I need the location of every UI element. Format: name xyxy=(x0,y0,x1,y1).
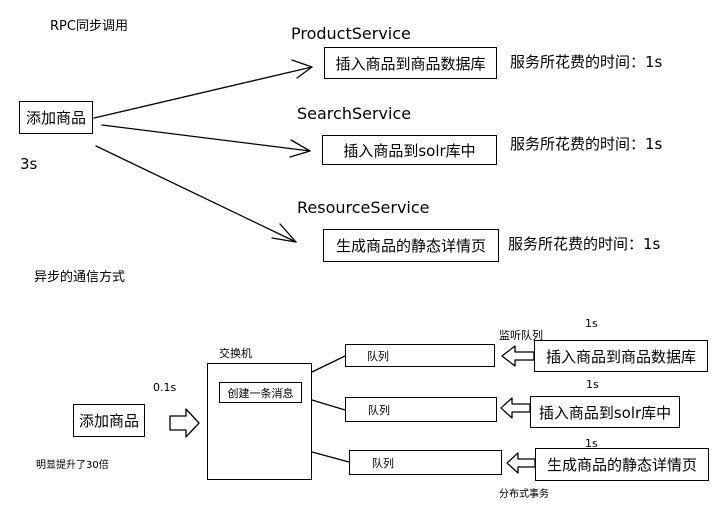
consumer-box-2: 插入商品到solr库中 xyxy=(530,396,680,428)
service-name-product: ProductService xyxy=(291,24,411,43)
service-name-search: SearchService xyxy=(297,104,412,123)
listen-label: 监听队列 xyxy=(499,329,543,342)
hollow-arrow-consumer2 xyxy=(500,397,531,419)
async-title: 异步的通信方式 xyxy=(34,270,126,285)
async-time: 0.1s xyxy=(153,381,177,394)
hollow-arrow-consumer1 xyxy=(501,345,535,367)
line-exchange-queue3 xyxy=(311,451,350,463)
distributed-label: 分布式事务 xyxy=(499,489,549,500)
queue-time-3: 1s xyxy=(585,437,598,450)
arrow-to-search xyxy=(101,124,311,152)
queue-label-3: 队列 xyxy=(372,456,394,470)
arrow-to-product xyxy=(93,66,313,119)
async-note: 明显提升了30倍 xyxy=(36,460,109,471)
exchange-label: 交换机 xyxy=(219,347,252,360)
queue-time-2: 1s xyxy=(586,378,599,391)
exchange-inner-label: 创建一条消息 xyxy=(227,386,294,400)
line-exchange-queue2 xyxy=(311,399,346,411)
sync-time: 3s xyxy=(20,155,38,173)
line-exchange-queue1 xyxy=(311,355,346,373)
queue-label-2: 队列 xyxy=(368,403,390,417)
service-cost-resource: 服务所花费的时间：1s xyxy=(508,235,661,253)
service-action-search-box: 插入商品到solr库中 xyxy=(322,135,497,165)
consumer-label-1: 插入商品到商品数据库 xyxy=(545,347,696,366)
hollow-arrow-to-exchange xyxy=(169,408,200,438)
arrow-to-resource xyxy=(95,145,297,243)
service-action-resource: 生成商品的静态详情页 xyxy=(335,237,486,255)
hollow-arrow-consumer3 xyxy=(506,452,536,474)
queue-time-1: 1s xyxy=(585,317,598,330)
service-action-product-box: 插入商品到商品数据库 xyxy=(324,47,497,79)
service-action-product: 插入商品到商品数据库 xyxy=(335,54,486,73)
exchange-inner-box: 创建一条消息 xyxy=(219,382,302,403)
service-cost-search: 服务所花费的时间：1s xyxy=(510,135,663,153)
consumer-box-3: 生成商品的静态详情页 xyxy=(535,448,709,481)
exchange-box xyxy=(207,363,312,480)
sync-title: RPC同步调用 xyxy=(50,19,128,34)
queue-box-2: 队列 xyxy=(345,397,497,422)
async-source-box: 添加商品 xyxy=(73,404,145,437)
async-source-label: 添加商品 xyxy=(78,412,139,430)
consumer-box-1: 插入商品到商品数据库 xyxy=(534,340,708,372)
sync-source-label: 添加商品 xyxy=(25,109,86,127)
service-cost-product: 服务所花费的时间：1s xyxy=(510,53,663,71)
consumer-label-3: 生成商品的静态详情页 xyxy=(546,456,697,474)
service-action-search: 插入商品到solr库中 xyxy=(343,141,476,160)
queue-box-1: 队列 xyxy=(345,344,495,367)
queue-box-3: 队列 xyxy=(349,450,502,475)
sync-source-box: 添加商品 xyxy=(19,101,93,134)
service-name-resource: ResourceService xyxy=(297,198,430,217)
service-action-resource-box: 生成商品的静态详情页 xyxy=(323,229,499,262)
queue-label-1: 队列 xyxy=(367,349,389,363)
consumer-label-2: 插入商品到solr库中 xyxy=(538,403,672,422)
